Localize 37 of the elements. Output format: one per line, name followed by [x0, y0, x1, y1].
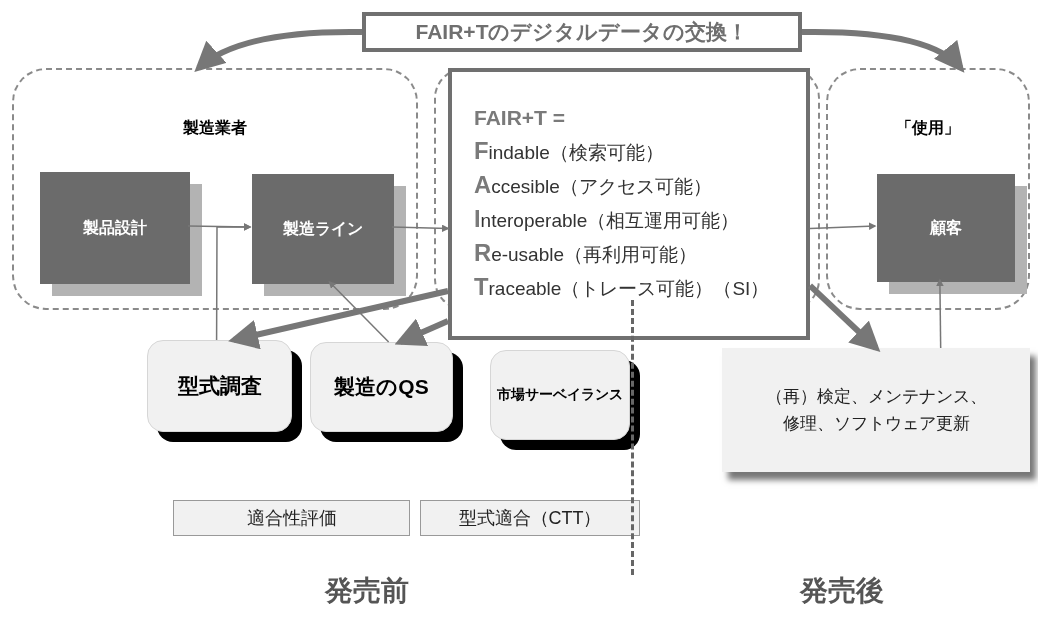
- box-label: 市場サーベイランス: [497, 386, 623, 404]
- definition-line: Re-usable（再利用可能）: [474, 239, 698, 268]
- box-label: 製品設計: [83, 217, 147, 238]
- thick-arrow: [807, 283, 881, 353]
- thick-arrow: [802, 28, 965, 73]
- box-label: 顧客: [930, 217, 962, 238]
- arrow: [215, 223, 252, 341]
- group-frame: [826, 68, 1030, 310]
- phase-label: 発売後: [800, 574, 884, 608]
- definition-line: Findable（検索可能）: [474, 137, 664, 166]
- arrow: [391, 224, 450, 233]
- definition-line: Accesible（アクセス可能）: [474, 171, 712, 200]
- group-frame: [12, 68, 418, 310]
- banner-box: [362, 12, 802, 52]
- definition-line: Interoperable（相互運用可能）: [474, 205, 740, 234]
- arrow: [328, 280, 390, 343]
- phase-label: 型式適合（CTT）: [458, 507, 602, 530]
- definition-box: [448, 68, 810, 340]
- arrow: [936, 278, 944, 349]
- banner-text: FAIR+Tのデジタルデータの交換！: [415, 19, 749, 45]
- phase-bar: [173, 500, 410, 536]
- definition-line: FAIR+T =: [474, 106, 566, 130]
- phase-bar: [420, 500, 640, 536]
- phase-label: 発売前: [325, 574, 409, 608]
- group-title: 製造業者: [183, 118, 247, 138]
- service-box: [722, 348, 1030, 472]
- thick-arrow: [194, 28, 362, 72]
- arrow: [809, 222, 877, 230]
- box-label: （再）検定、メンテナンス、修理、ソフトウェア更新: [764, 385, 988, 435]
- box-label: 製造ライン: [283, 218, 363, 239]
- phase-label: 適合性評価: [246, 507, 337, 530]
- definition-line: Traceable（トレース可能）（SI）: [474, 273, 770, 302]
- thick-arrow: [394, 318, 450, 347]
- group-title: 「使用」: [896, 118, 960, 138]
- box-label: 型式調査: [177, 373, 262, 399]
- box-label: 製造のQS: [334, 374, 429, 400]
- thick-arrow: [228, 288, 449, 350]
